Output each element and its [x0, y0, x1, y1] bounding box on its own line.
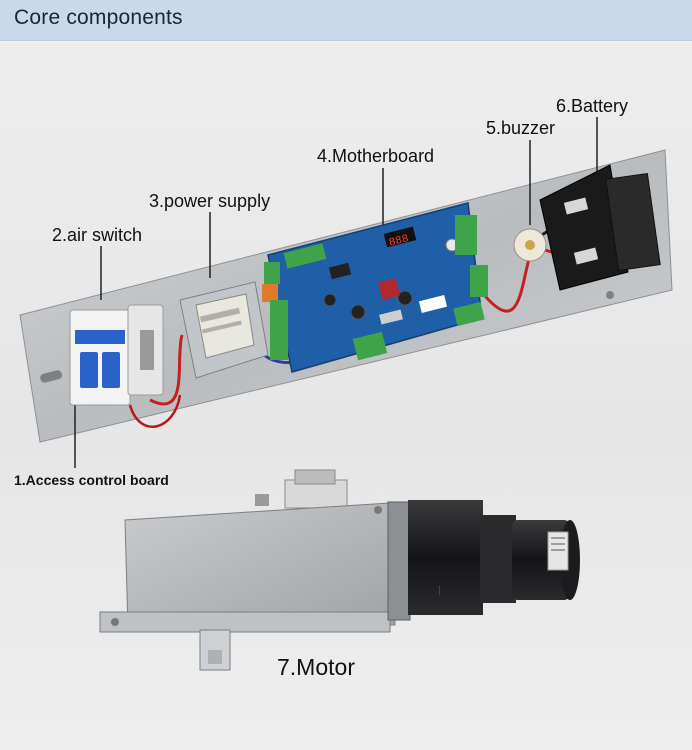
- svg-text:.....: .....: [435, 585, 442, 595]
- power-supply: [179, 281, 269, 379]
- label-motherboard: 4.Motherboard: [317, 146, 435, 166]
- label-motor: 7.Motor: [277, 654, 355, 680]
- red-wire-left: [149, 334, 184, 406]
- label-air-switch: 2.air switch: [52, 225, 143, 245]
- plate-hole: [606, 291, 614, 299]
- label-power-supply: 3.power supply: [149, 191, 271, 211]
- label-buzzer: 5.buzzer: [486, 118, 556, 138]
- page-title: Core components: [14, 6, 183, 29]
- label-battery: 6.Battery: [556, 96, 629, 116]
- buzzer: [513, 228, 547, 262]
- air-switch: [69, 304, 164, 406]
- motherboard: 888: [262, 202, 488, 373]
- plate-slot: [40, 370, 63, 383]
- battery: [539, 164, 661, 291]
- motor: .....: [99, 469, 580, 671]
- label-access-control-board: 1.Access control board: [14, 472, 169, 488]
- header-bar: Core components: [0, 0, 692, 41]
- red-wire-left-2: [128, 394, 182, 428]
- red-wire-right: [478, 254, 532, 313]
- svg-text:888: 888: [388, 233, 410, 249]
